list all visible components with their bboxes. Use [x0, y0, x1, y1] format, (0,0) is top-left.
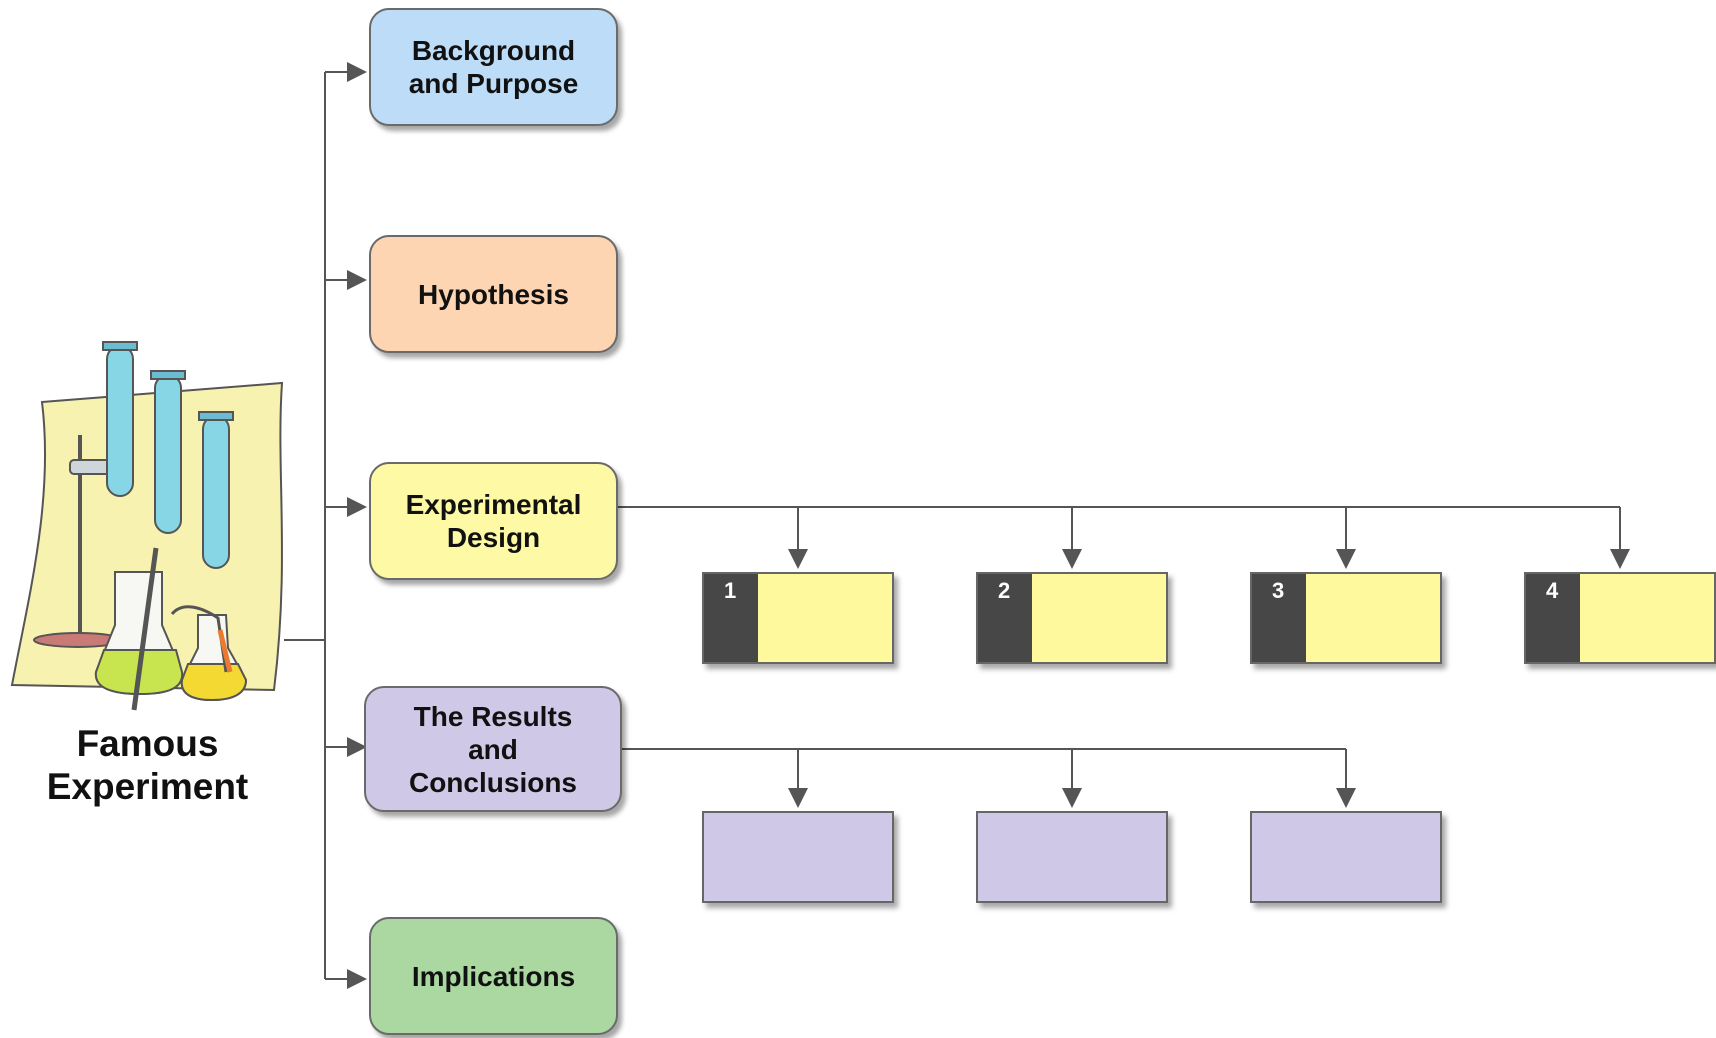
step-number: 2: [978, 574, 1032, 662]
node-background-purpose[interactable]: Background and Purpose: [369, 8, 618, 126]
result-box[interactable]: [702, 811, 894, 903]
design-step-box[interactable]: 3: [1250, 572, 1442, 664]
node-implications[interactable]: Implications: [369, 917, 618, 1035]
design-step-box[interactable]: 2: [976, 572, 1168, 664]
design-step-box[interactable]: 1: [702, 572, 894, 664]
node-implications-label: Implications: [411, 960, 576, 992]
result-box[interactable]: [1250, 811, 1442, 903]
result-box[interactable]: [976, 811, 1168, 903]
step-number: 1: [704, 574, 758, 662]
node-experimental-design[interactable]: Experimental Design: [369, 462, 618, 580]
lab-equipment-icon: [10, 341, 284, 711]
design-step-box[interactable]: 4: [1524, 572, 1716, 664]
node-experimental-design-label: Experimental Design: [405, 489, 582, 553]
node-hypothesis-label: Hypothesis: [418, 278, 569, 310]
node-results-conclusions[interactable]: The Results and Conclusions: [364, 686, 622, 812]
main-topic-label: Famous Experiment: [46, 723, 249, 807]
step-number: 3: [1252, 574, 1306, 662]
node-hypothesis[interactable]: Hypothesis: [369, 235, 618, 353]
node-background-purpose-label: Background and Purpose: [408, 35, 579, 99]
step-number: 4: [1526, 574, 1580, 662]
node-results-conclusions-label: The Results and Conclusions: [408, 700, 577, 798]
